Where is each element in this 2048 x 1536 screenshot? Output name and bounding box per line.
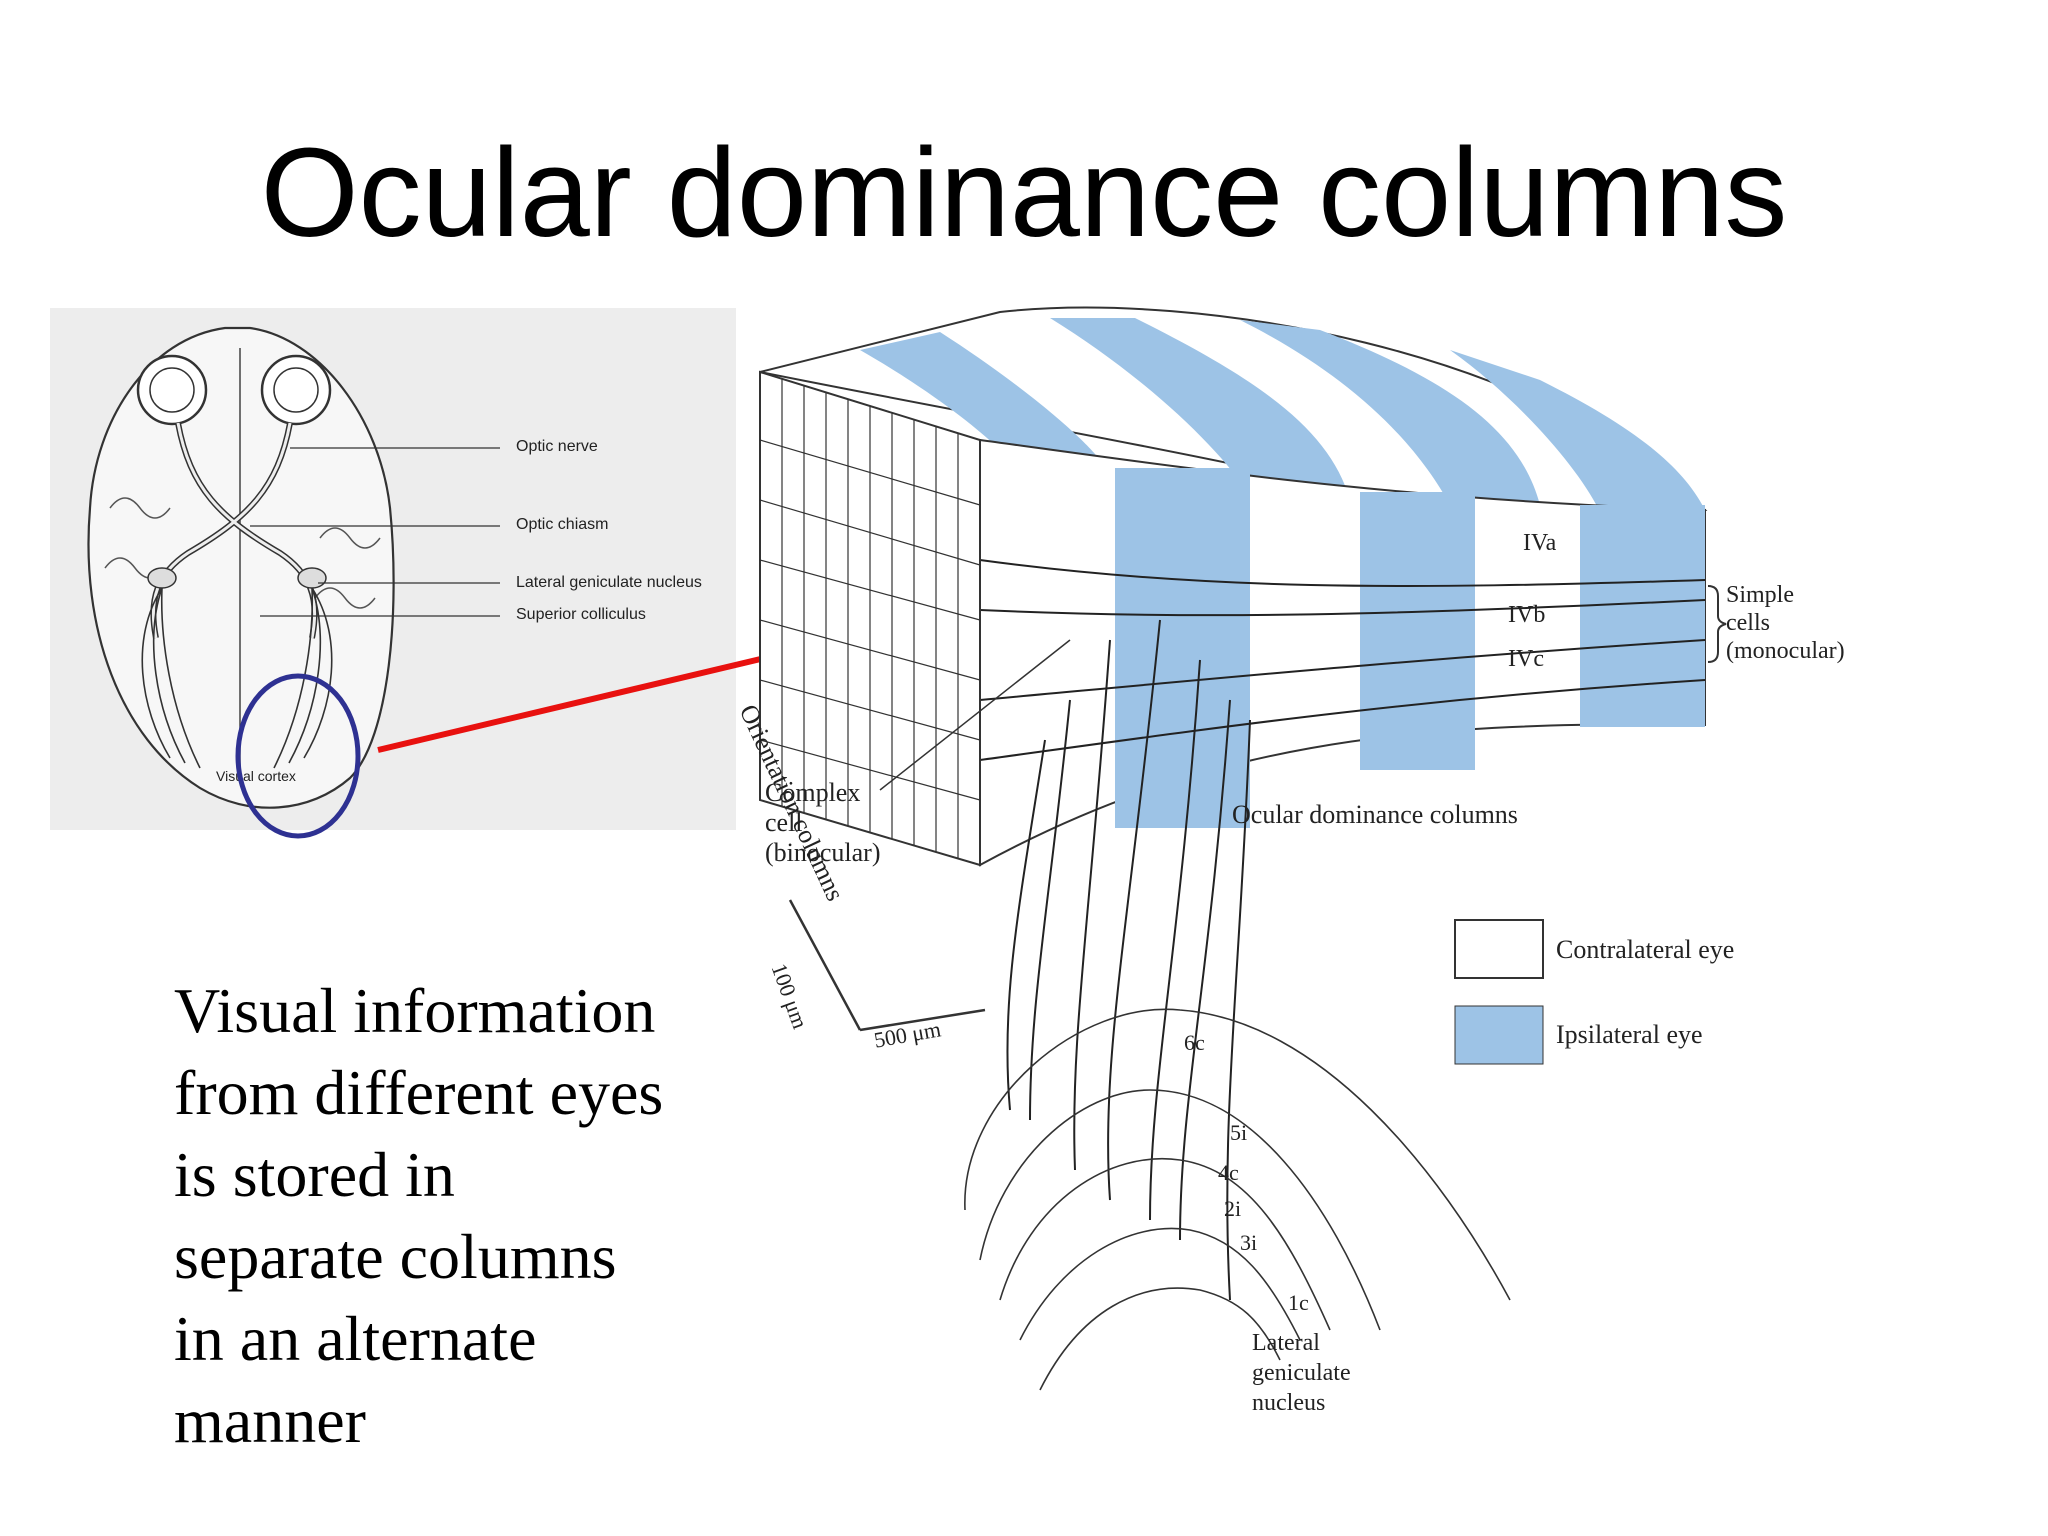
pointer-arrow — [377, 649, 791, 753]
legend-ipsilateral-label: Ipsilateral eye — [1556, 1020, 1703, 1049]
explanation-text: Visual information from different eyes i… — [174, 970, 734, 1462]
label-lgn-2: geniculate — [1252, 1360, 1351, 1386]
label-complex-cell-3: (binocular) — [765, 838, 881, 867]
label-lgn-layer-3i: 3i — [1240, 1230, 1258, 1255]
label-lgn-layer-6c: 6c — [1184, 1030, 1205, 1055]
label-visual-cortex: Visual cortex — [216, 768, 296, 784]
label-superior-colliculus: Superior colliculus — [516, 606, 646, 623]
explanation-line: Visual information — [174, 975, 656, 1046]
explanation-line: is stored in — [174, 1139, 455, 1210]
scale-bar-vertical — [788, 899, 862, 1031]
left-eye-icon — [136, 354, 208, 426]
scale-bar-horizontal — [859, 1008, 986, 1032]
brain-illustration — [87, 326, 500, 809]
label-lgn-layer-5i: 5i — [1230, 1120, 1248, 1145]
label-simple-cells-2: cells — [1726, 610, 1770, 636]
label-layer-ivc: IVc — [1508, 646, 1544, 672]
label-simple-cells-3: (monocular) — [1726, 638, 1845, 664]
brain-diagram: Optic nerve Optic chiasm Lateral genicul… — [50, 308, 736, 830]
label-layer-iva: IVa — [1523, 530, 1557, 556]
legend-contralateral-label: Contralateral eye — [1556, 935, 1735, 964]
label-complex-cell-2: cell — [765, 808, 803, 837]
label-lgn-layer-4c: 4c — [1218, 1160, 1239, 1185]
ipsilateral-column — [1115, 468, 1250, 828]
label-optic-nerve: Optic nerve — [516, 438, 598, 455]
label-simple-cells-1: Simple — [1726, 582, 1795, 608]
explanation-line: from different eyes — [174, 1057, 664, 1128]
ipsilateral-column — [1360, 492, 1475, 770]
label-ocular-dominance: Ocular dominance columns — [1232, 800, 1518, 829]
label-lgn-3: nucleus — [1252, 1390, 1326, 1416]
label-layer-ivb: IVb — [1508, 602, 1546, 628]
label-lgn: Lateral geniculate nucleus — [516, 574, 702, 591]
visual-cortex-highlight-circle — [235, 673, 361, 839]
label-lgn-layer-2i: 2i — [1224, 1196, 1242, 1221]
label-lgn-layer-1c: 1c — [1288, 1290, 1309, 1315]
explanation-line: separate columns — [174, 1221, 617, 1292]
simple-cells-brace — [1707, 585, 1727, 663]
right-eye-icon — [260, 354, 332, 426]
explanation-line: in an alternate — [174, 1303, 537, 1374]
label-complex-cell-1: Complex — [765, 778, 861, 807]
legend-contralateral-swatch — [1454, 919, 1544, 979]
ipsilateral-column — [1580, 505, 1705, 727]
label-optic-chiasm: Optic chiasm — [516, 516, 609, 533]
explanation-line: manner — [174, 1385, 366, 1456]
label-lgn-1: Lateral — [1252, 1330, 1320, 1356]
legend-ipsilateral-swatch — [1454, 1005, 1544, 1065]
slide-title: Ocular dominance columns — [260, 122, 1788, 263]
